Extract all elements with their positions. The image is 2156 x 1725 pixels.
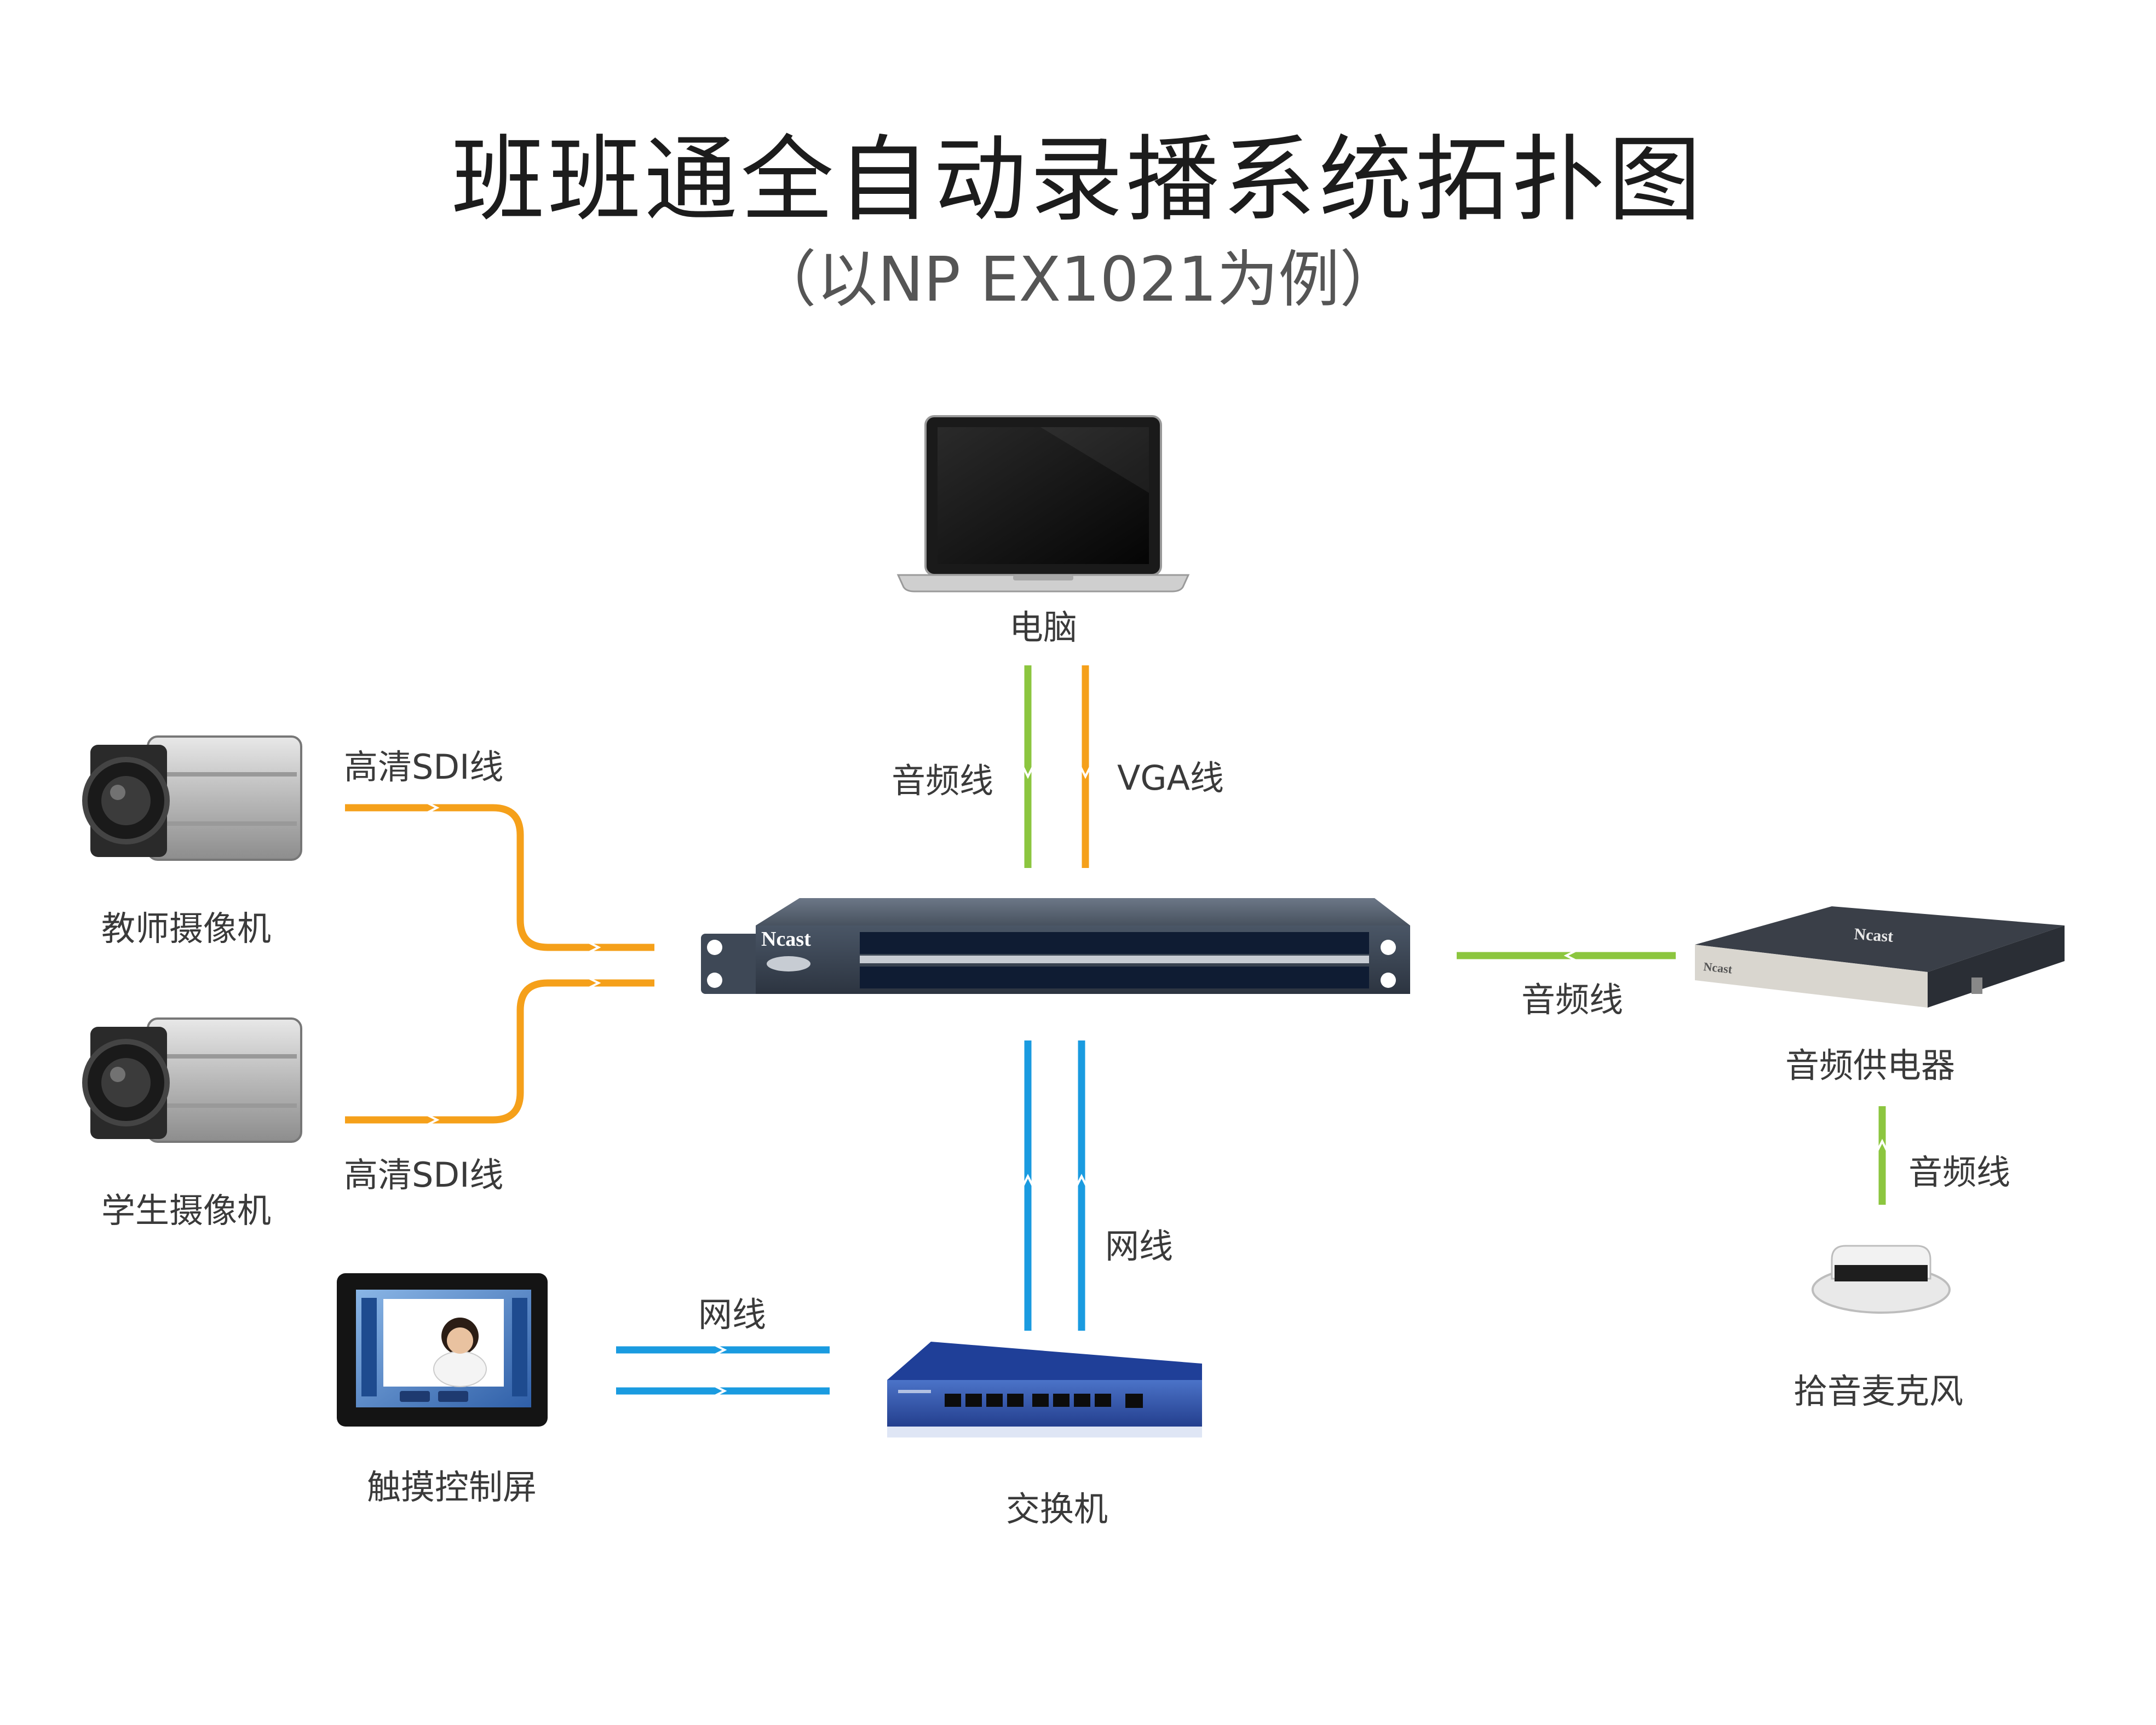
rack-recorder-icon <box>701 898 1410 994</box>
audio-power-brand-front: Ncast <box>1703 959 1733 976</box>
laptop-icon <box>896 415 1190 593</box>
audio-power-label: 音频供电器 <box>1785 1045 1955 1085</box>
switch-label: 交换机 <box>1005 1489 1108 1529</box>
laptop-vga-line <box>1079 665 1091 868</box>
student-camera-icon <box>82 1017 302 1143</box>
teacher-camera-label: 教师摄像机 <box>101 909 271 948</box>
panel-net-label: 网线 <box>698 1295 767 1335</box>
student-camera-label: 学生摄像机 <box>101 1191 271 1231</box>
panel-net-line <box>616 1344 830 1397</box>
touch-panel-label: 触摸控制屏 <box>366 1467 537 1507</box>
laptop-label: 电脑 <box>1009 607 1077 647</box>
touch-panel-icon <box>337 1273 548 1427</box>
mic-audio-line <box>1876 1106 1888 1205</box>
mic-audio-label: 音频线 <box>1908 1152 2011 1192</box>
page-subtitle: （以NP EX1021为例） <box>755 244 1401 315</box>
teacher-sdi-line <box>345 802 654 953</box>
audio-power-icon <box>1695 906 2065 1008</box>
power-audio-label: 音频线 <box>1521 980 1624 1020</box>
student-sdi-line <box>345 977 654 1126</box>
teacher-camera-icon <box>82 735 302 861</box>
recorder-brand: Ncast <box>761 928 811 951</box>
switch-net-line <box>1022 1040 1088 1331</box>
laptop-audio-label: 音频线 <box>892 761 994 801</box>
page-title: 班班通全自动录播系统拓扑图 <box>451 126 1705 234</box>
switch-net-label: 网线 <box>1105 1226 1174 1266</box>
laptop-vga-label: VGA线 <box>1117 758 1224 798</box>
student-sdi-label: 高清SDI线 <box>344 1155 504 1195</box>
laptop-audio-line <box>1022 665 1034 868</box>
teacher-sdi-label: 高清SDI线 <box>344 747 504 787</box>
microphone-icon <box>1812 1245 1951 1314</box>
network-switch-icon <box>887 1342 1202 1438</box>
power-audio-line <box>1457 950 1676 962</box>
microphone-label: 拾音麦克风 <box>1793 1371 1963 1411</box>
audio-power-brand-top: Ncast <box>1854 925 1894 946</box>
